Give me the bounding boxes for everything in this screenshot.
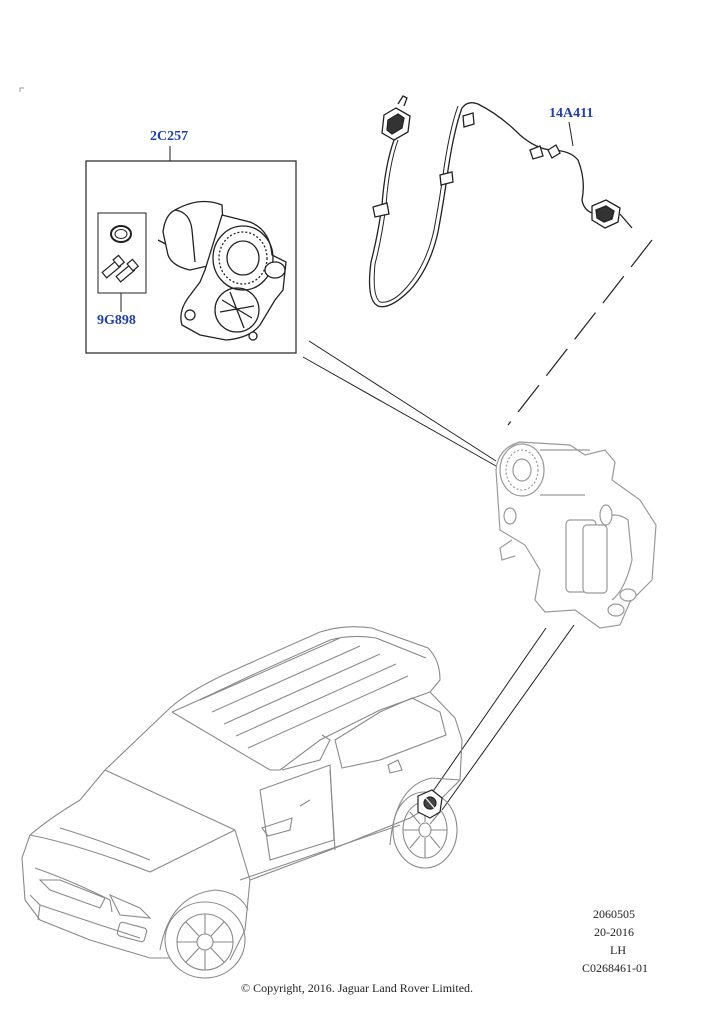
seal-ring-icon <box>110 225 132 243</box>
leader-line <box>308 340 497 462</box>
vehicle-drawing <box>21 626 463 979</box>
part-label-harness[interactable]: 14A411 <box>549 106 594 121</box>
brake-caliper-drawing[interactable] <box>495 441 657 629</box>
part-label-actuator[interactable]: 2C257 <box>150 129 189 144</box>
diagram-code: C0268461-01 <box>582 961 648 975</box>
part-label-bolt-kit[interactable]: 9G898 <box>97 313 136 328</box>
diagram-side: LH <box>610 943 626 957</box>
diagram-ref-number: 2060505 <box>593 907 635 921</box>
leader-line <box>441 624 575 811</box>
actuator-motor-drawing[interactable] <box>157 200 287 341</box>
leader-line <box>426 627 547 801</box>
diagram-date-code: 20-2016 <box>594 925 634 939</box>
copyright-notice: © Copyright, 2016. Jaguar Land Rover Lim… <box>240 981 474 995</box>
actuator-callout-box <box>85 146 297 354</box>
corner-mark <box>19 87 24 92</box>
caliper-location-marker <box>417 789 443 819</box>
bolt-icon <box>101 254 140 283</box>
bolt-kit-detail[interactable] <box>97 212 147 312</box>
leader-line <box>302 356 497 467</box>
dashed-leader-line <box>507 239 653 426</box>
wiring-harness-drawing[interactable] <box>368 95 633 308</box>
